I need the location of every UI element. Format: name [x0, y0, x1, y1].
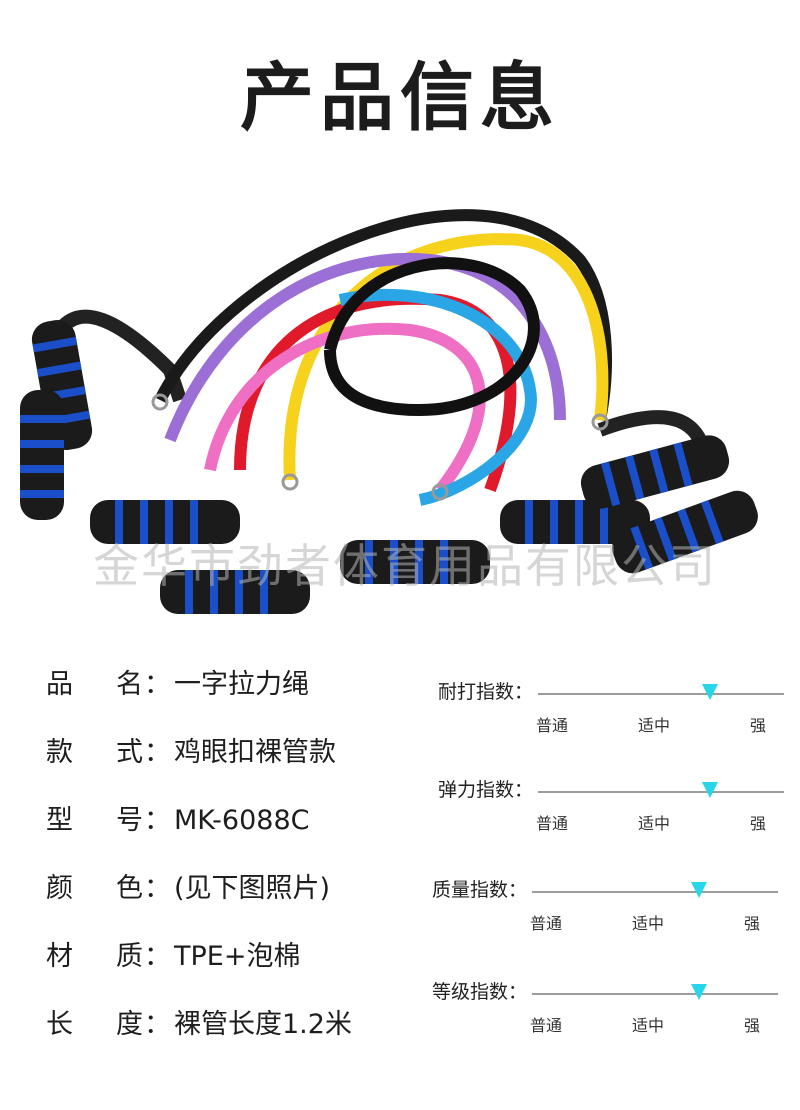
handle-3 [90, 500, 240, 544]
meter-tick-high: 强 [744, 1016, 761, 1035]
meter-marker [691, 882, 708, 898]
meter-label: 等级指数： [432, 981, 528, 1003]
meter-tick-high: 强 [744, 914, 761, 933]
meter-marker [702, 684, 719, 700]
spec-value: MK-6088C [174, 805, 310, 836]
spec-colon: ： [144, 737, 171, 768]
eyelet-clip [431, 483, 449, 501]
spec-row-style: 款 式 ： 鸡眼扣裸管款 [46, 733, 426, 773]
spec-row-length: 长 度 ： 裸管长度1.2米 [46, 1005, 426, 1045]
tube-black-loop [324, 257, 540, 417]
meter-tick-high: 强 [750, 814, 767, 833]
meter-track [538, 791, 784, 793]
spec-colon: ： [144, 873, 171, 904]
meter-label: 弹力指数： [438, 779, 534, 801]
meter-quality: 质量指数： 普通 适中 强 [432, 878, 792, 938]
spec-label: 款 [46, 737, 73, 768]
strap-right [597, 410, 707, 444]
meter-tick-mid: 适中 [632, 1016, 665, 1035]
spec-label: 号 [116, 805, 143, 836]
meter-tick-mid: 适中 [638, 814, 671, 833]
handle-6 [500, 500, 650, 544]
handle-8 [612, 490, 758, 574]
spec-label: 式 [116, 737, 143, 768]
tube-pink [204, 322, 486, 494]
meter-tick-low: 普通 [536, 814, 569, 833]
page-title: 产品信息 [240, 55, 560, 141]
meter-label: 质量指数： [432, 879, 528, 901]
meter-tick-mid: 适中 [632, 914, 665, 933]
meter-track [532, 993, 778, 995]
meter-tick-low: 普通 [530, 1016, 563, 1035]
spec-row-color: 颜 色 ： (见下图照片) [46, 869, 426, 909]
tube-blue [338, 288, 537, 506]
spec-label: 颜 [46, 873, 73, 904]
spec-label: 色 [116, 873, 143, 904]
tube-purple [164, 253, 566, 443]
meter-durability: 耐打指数： 普通 适中 强 [438, 680, 798, 740]
spec-value: (见下图照片) [174, 873, 331, 904]
handle-5 [340, 540, 490, 584]
eyelet-clip [591, 413, 609, 431]
meter-label: 耐打指数： [438, 681, 534, 703]
resistance-bands-illustration [20, 209, 758, 614]
handle-4 [160, 570, 310, 614]
spec-row-material: 材 质 ： TPE+泡棉 [46, 937, 426, 977]
spec-value: TPE+泡棉 [174, 941, 301, 972]
meter-marker [702, 782, 719, 798]
spec-colon: ： [144, 805, 171, 836]
spec-label: 名 [116, 669, 143, 700]
strap-left [54, 309, 187, 403]
spec-colon: ： [144, 941, 171, 972]
spec-row-model: 型 号 ： MK-6088C [46, 801, 426, 841]
watermark: 金华市劲者体育用品有限公司 [93, 539, 717, 593]
handle-7 [580, 435, 730, 509]
meter-tick-mid: 适中 [638, 716, 671, 735]
eyelet-clip [281, 473, 299, 491]
meter-track [538, 693, 784, 695]
spec-label: 度 [116, 1009, 143, 1040]
meter-marker [691, 984, 708, 1000]
spec-value: 一字拉力绳 [174, 669, 309, 700]
spec-value: 鸡眼扣裸管款 [174, 737, 336, 768]
handle-2 [20, 390, 64, 520]
meter-tick-low: 普通 [536, 716, 569, 735]
spec-label: 质 [116, 941, 143, 972]
spec-label: 材 [46, 941, 73, 972]
eyelet-clip [151, 393, 169, 411]
spec-colon: ： [144, 669, 171, 700]
spec-colon: ： [144, 1009, 171, 1040]
meter-grade: 等级指数： 普通 适中 强 [432, 980, 792, 1040]
spec-label: 长 [46, 1009, 73, 1040]
meter-track [532, 891, 778, 893]
meter-elasticity: 弹力指数： 普通 适中 强 [438, 778, 798, 838]
spec-value: 裸管长度1.2米 [174, 1009, 352, 1040]
product-photo [0, 170, 800, 640]
meter-tick-high: 强 [750, 716, 767, 735]
spec-label: 型 [46, 805, 73, 836]
spec-label: 品 [46, 669, 73, 700]
meter-tick-low: 普通 [530, 914, 563, 933]
tube-yellow [283, 233, 609, 481]
spec-row-name: 品 名 ： 一字拉力绳 [46, 665, 426, 705]
